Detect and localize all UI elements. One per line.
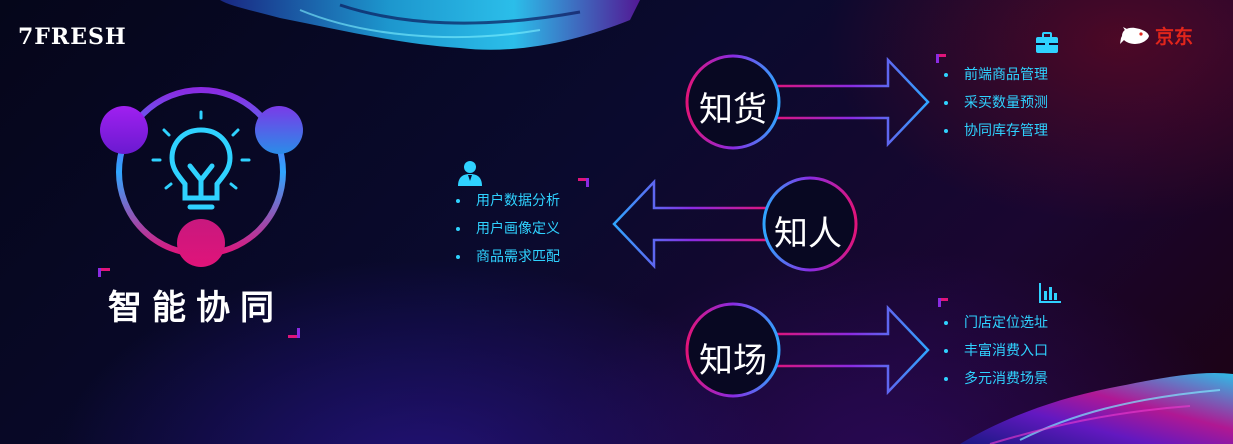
place-label: 知场	[699, 333, 767, 382]
jd-logo-text: 京东	[1155, 22, 1193, 49]
place-corner	[938, 298, 950, 308]
jd-logo: 京东	[1118, 22, 1193, 49]
lightbulb-icon	[153, 112, 249, 207]
smart-collab-emblem	[98, 80, 308, 270]
goods-label: 知货	[699, 82, 767, 131]
list-item: 商品需求匹配	[454, 243, 560, 271]
7fresh-logo: 7FRESH	[18, 24, 127, 50]
list-item: 用户数据分析	[454, 187, 560, 215]
paint-splash-top	[220, 0, 640, 70]
place-list: 门店定位选址 丰富消费入口 多元消费场景	[942, 309, 1048, 393]
people-corner	[578, 178, 590, 188]
goods-list: 前端商品管理 采买数量预测 协同库存管理	[942, 61, 1048, 145]
title-corner-top-left	[98, 268, 112, 278]
list-item: 采买数量预测	[942, 89, 1048, 117]
main-title: 智能协同	[108, 280, 284, 329]
list-item: 协同库存管理	[942, 117, 1048, 145]
bar-chart-icon	[1038, 283, 1062, 303]
people-list: 用户数据分析 用户画像定义 商品需求匹配	[454, 187, 560, 271]
people-label: 知人	[774, 206, 842, 255]
list-item: 多元消费场景	[942, 365, 1048, 393]
briefcase-icon	[1035, 32, 1059, 54]
list-item: 用户画像定义	[454, 215, 560, 243]
user-icon	[457, 160, 483, 186]
list-item: 丰富消费入口	[942, 337, 1048, 365]
list-item: 前端商品管理	[942, 61, 1048, 89]
jd-dog-icon	[1118, 24, 1152, 48]
title-corner-bottom-right	[286, 328, 300, 338]
list-item: 门店定位选址	[942, 309, 1048, 337]
